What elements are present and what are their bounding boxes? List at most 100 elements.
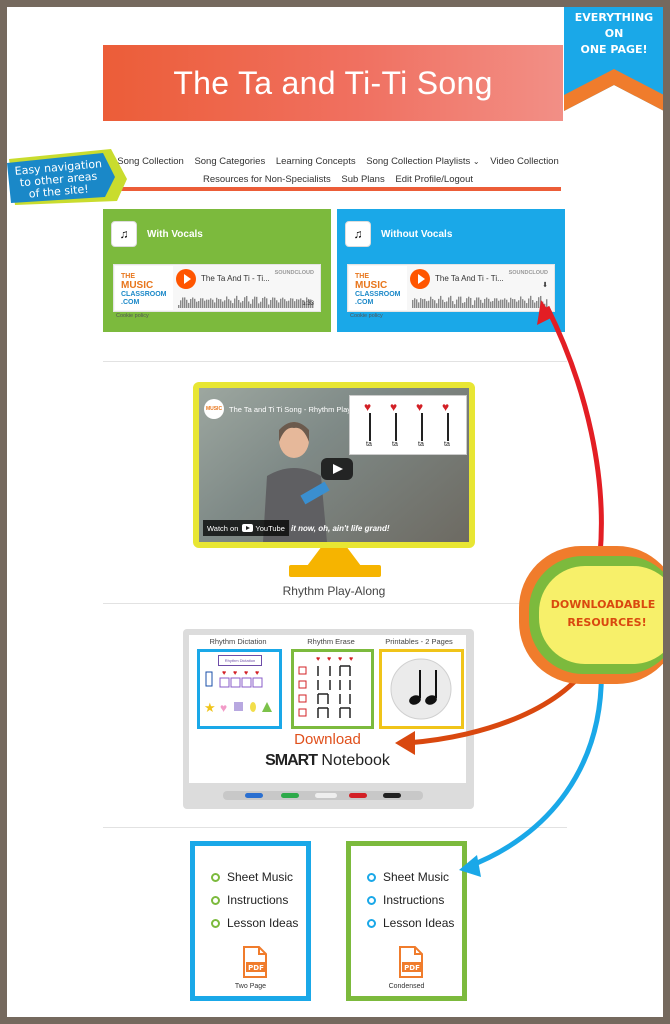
- waveform-bar: [310, 299, 312, 308]
- smart-notebook-download[interactable]: Rhythm Dictation Rhythm Erase Printables…: [183, 629, 474, 809]
- waveform-bar: [472, 304, 474, 308]
- waveform-bar: [516, 301, 518, 308]
- waveform-bar: [252, 299, 254, 308]
- monitor-stand-base: [289, 565, 381, 577]
- video-lyric-caption: it now, oh, ain't life grand!: [291, 524, 390, 533]
- waveform-bar: [236, 295, 238, 308]
- soundcloud-player[interactable]: THE MUSIC CLASSROOM .COM The Ta And Ti -…: [347, 264, 555, 319]
- duration-label: 1:33: [302, 301, 314, 307]
- two-page-pdf-card[interactable]: Sheet Music Instructions Lesson Ideas PD…: [190, 841, 311, 1001]
- smart-notebook-logo: SMART Notebook: [189, 752, 466, 770]
- condensed-pdf-card[interactable]: Sheet Music Instructions Lesson Ideas PD…: [346, 841, 467, 1001]
- nav-learning-concepts[interactable]: Learning Concepts: [275, 156, 356, 167]
- chevron-down-icon: ⌄: [472, 157, 480, 166]
- nav-song-collection[interactable]: Song Collection: [117, 156, 184, 167]
- waveform-bar: [414, 298, 416, 308]
- channel-avatar[interactable]: MUSIC: [204, 399, 224, 419]
- waveform-bar: [222, 301, 224, 308]
- pdf-file-icon[interactable]: PDF: [398, 946, 424, 978]
- waveform-bar: [204, 300, 206, 308]
- waveform-bar: [444, 302, 446, 308]
- pdf-caption: Condensed: [388, 983, 425, 990]
- waveform-bar: [292, 298, 294, 308]
- nav-video-collection[interactable]: Video Collection: [490, 156, 559, 167]
- pdf-badge: PDF: [404, 964, 420, 972]
- waveform-bar: [486, 297, 488, 308]
- waveform-bar: [434, 300, 436, 308]
- waveform-bar: [248, 301, 250, 308]
- waveform-bar: [536, 300, 538, 308]
- rhythm-syllable: ta: [392, 441, 398, 448]
- waveform[interactable]: [178, 295, 314, 308]
- waveform-bar: [494, 298, 496, 308]
- waveform-bar: [306, 297, 308, 308]
- waveform-bar: [258, 303, 260, 308]
- resource-list: Sheet Music Instructions Lesson Ideas: [211, 870, 298, 939]
- track-title[interactable]: The Ta And Ti - Ti...: [435, 274, 504, 283]
- waveform-bar: [290, 298, 292, 308]
- waveform-bar: [240, 302, 242, 308]
- track-title[interactable]: The Ta And Ti - Ti...: [201, 274, 270, 283]
- column-label: Printables - 2 Pages: [385, 637, 453, 646]
- download-icon[interactable]: ⬇: [542, 282, 548, 289]
- heart-beat-icon: ♥: [390, 400, 398, 414]
- pdf-caption: Two Page: [234, 983, 267, 990]
- video-title[interactable]: The Ta and Ti Ti Song - Rhythm Play Alon…: [229, 405, 393, 414]
- waveform[interactable]: [412, 295, 548, 308]
- svg-text:♥: ♥: [244, 670, 248, 677]
- waveform-bar: [182, 297, 184, 308]
- section-divider: [103, 827, 567, 828]
- quarter-notes-graphic: [390, 658, 452, 720]
- waveform-bar: [538, 297, 540, 308]
- svg-text:♥: ♥: [255, 670, 259, 677]
- waveform-bar: [456, 299, 458, 308]
- waveform-bar: [412, 299, 414, 308]
- soundcloud-player[interactable]: THE MUSIC CLASSROOM .COM The Ta And Ti -…: [113, 264, 321, 319]
- column-label: Rhythm Erase: [307, 637, 355, 646]
- waveform-bar: [274, 297, 276, 308]
- notebook-wordmark: Notebook: [321, 752, 390, 769]
- watch-on-youtube-button[interactable]: Watch on YouTube: [203, 520, 289, 536]
- svg-text:♥: ♥: [316, 656, 320, 663]
- rhythm-syllable: ta: [444, 441, 450, 448]
- nav-resources-non-specialists[interactable]: Resources for Non-Specialists: [202, 174, 331, 185]
- waveform-bar: [436, 303, 438, 308]
- nav-song-collection-playlists[interactable]: Song Collection Playlists ⌄: [366, 156, 479, 167]
- item-label: Sheet Music: [383, 870, 450, 884]
- play-button[interactable]: [410, 269, 430, 289]
- nav-row-2: Resources for Non-Specialists Sub Plans …: [103, 171, 573, 189]
- cookie-policy-link[interactable]: Cookie policy: [350, 313, 383, 319]
- waveform-bar: [188, 302, 190, 308]
- item-label: Lesson Ideas: [383, 916, 455, 930]
- waveform-bar: [480, 299, 482, 308]
- play-button[interactable]: [176, 269, 196, 289]
- waveform-bar: [482, 302, 484, 308]
- waveform-bar: [532, 300, 534, 308]
- cookie-policy-link[interactable]: Cookie policy: [116, 313, 149, 319]
- waveform-bar: [500, 299, 502, 308]
- pdf-file-icon[interactable]: PDF: [242, 946, 268, 978]
- download-link[interactable]: Download: [294, 731, 361, 748]
- video-caption: Rhythm Play-Along: [282, 584, 386, 598]
- waveform-bar: [244, 297, 246, 308]
- music-classroom-logo: THE MUSIC CLASSROOM .COM: [115, 266, 173, 310]
- rhythm-syllable: ta: [418, 441, 424, 448]
- waveform-bar: [230, 300, 232, 308]
- nav-sub-plans[interactable]: Sub Plans: [341, 174, 385, 185]
- youtube-video-embed[interactable]: MUSIC The Ta and Ti Ti Song - Rhythm Pla…: [199, 388, 469, 542]
- video-play-button[interactable]: [321, 458, 353, 480]
- waveform-bar: [462, 302, 464, 308]
- quarter-note-stem: [421, 413, 423, 441]
- waveform-bar: [212, 299, 214, 308]
- nav-underline: [103, 187, 561, 191]
- waveform-bar: [460, 296, 462, 308]
- nav-edit-profile-logout[interactable]: Edit Profile/Logout: [395, 174, 473, 185]
- heart-beat-icon: ♥: [416, 400, 424, 414]
- waveform-bar: [254, 296, 256, 308]
- svg-text:♥: ♥: [327, 656, 331, 663]
- list-item: Lesson Ideas: [367, 916, 454, 930]
- waveform-bar: [454, 304, 456, 308]
- waveform-bar: [438, 298, 440, 308]
- quarter-note-stem: [395, 413, 397, 441]
- nav-song-categories[interactable]: Song Categories: [194, 156, 266, 167]
